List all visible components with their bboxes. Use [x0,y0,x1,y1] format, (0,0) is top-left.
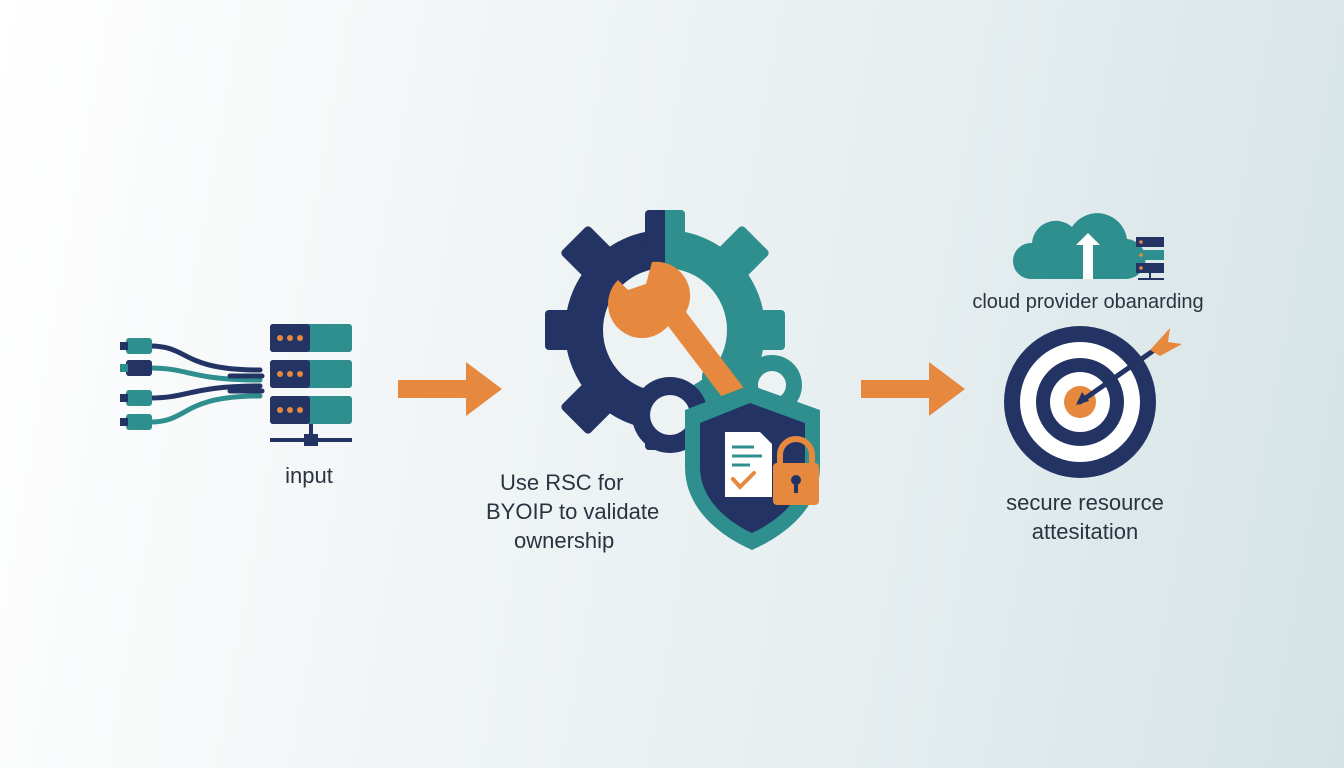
step-validate-label: Use RSC for BYOIP to validate ownership [472,468,692,555]
step-input [110,318,360,458]
cloud-upload-server-icon [1012,205,1172,285]
step-input-label: input [285,463,333,488]
arrow-right-icon [861,360,967,418]
step-validate [540,205,830,555]
step-validate-line-3: ownership [514,528,615,553]
server-cables-icon [120,324,352,446]
target-arrow-icon [1000,320,1190,480]
step-attestation-line-2: attesitation [1031,519,1139,544]
gear-wrench-shield-icon [545,210,820,550]
step-validate-line-1: Use RSC for [500,470,624,495]
step-attestation-line-1: secure resource [1006,490,1164,515]
arrow-right-icon [398,360,504,418]
step-validate-line-2: BYOIP to validate [486,499,660,524]
step-attestation-label: secure resource attesitation [970,488,1200,546]
cloud-onboarding-label: cloud provider obanarding [972,291,1204,313]
